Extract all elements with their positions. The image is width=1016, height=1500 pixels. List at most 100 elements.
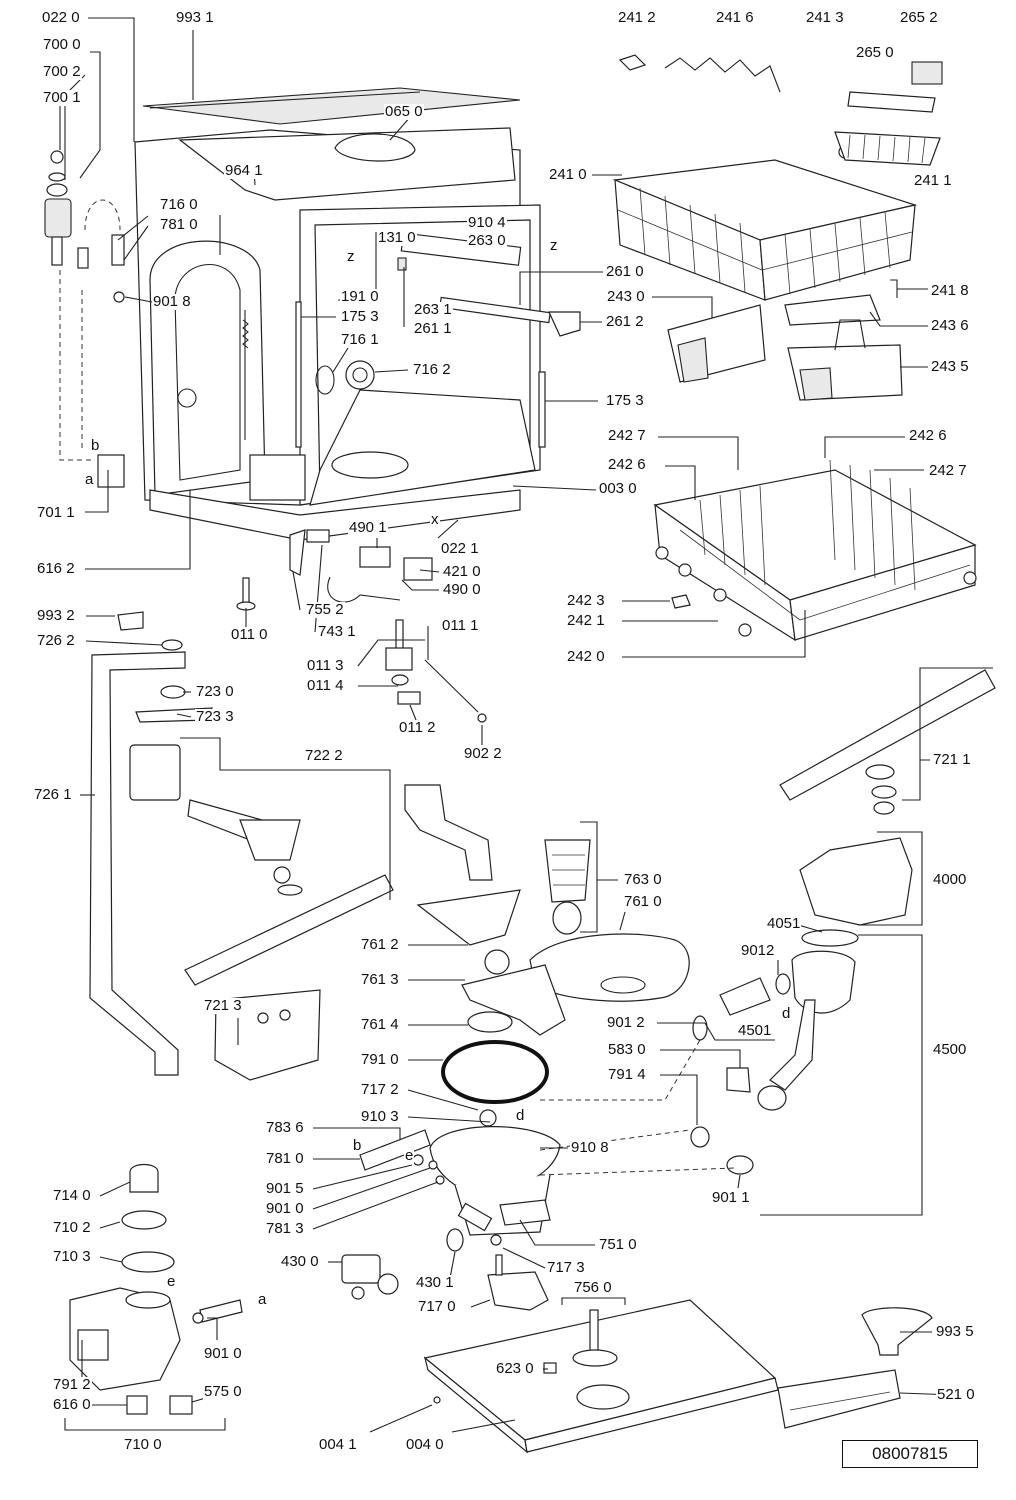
pump-clamp xyxy=(726,1155,754,1175)
part-label-5210: 521 0 xyxy=(936,1386,976,1403)
pump-seal xyxy=(801,929,859,947)
part-label-9935: 993 5 xyxy=(935,1323,975,1340)
lower-spray-arm xyxy=(779,669,996,801)
leader-7211b xyxy=(902,760,921,801)
spray-arm-inlet xyxy=(345,360,375,390)
leader-7172 xyxy=(407,1089,479,1111)
sump-outlet xyxy=(499,1199,551,1226)
coarse-filter xyxy=(544,839,591,903)
part-label-0111: 011 1 xyxy=(441,617,480,634)
leader-2426a xyxy=(824,436,905,458)
salt-funnel xyxy=(861,1307,933,1356)
bracket-hole xyxy=(257,1012,269,1024)
part-label-2426: 242 6 xyxy=(908,427,948,444)
part-label-7613: 761 3 xyxy=(360,971,400,988)
softener-pipe-ring xyxy=(192,1312,204,1324)
softener-sensor xyxy=(169,1395,193,1415)
part-label-2611: 261 1 xyxy=(413,320,453,337)
drain-pump-motor xyxy=(341,1254,381,1284)
part-label-2610: 261 0 xyxy=(605,263,645,280)
softener-neck xyxy=(125,1291,171,1309)
middle-tube xyxy=(404,784,493,881)
cutlery-lid xyxy=(784,294,881,326)
basket-clip xyxy=(618,54,647,71)
inlet-seal xyxy=(315,365,335,395)
part-label-7213: 721 3 xyxy=(203,997,243,1014)
part-label-9010-softener: 901 0 xyxy=(203,1345,243,1362)
sump-inlet xyxy=(457,1202,493,1232)
axis-letter-x: x xyxy=(430,511,440,528)
cutlery-handle xyxy=(834,319,866,351)
part-label-7836: 783 6 xyxy=(265,1119,305,1136)
basket-wheel xyxy=(713,588,727,602)
axis-letter-d: d xyxy=(781,1005,792,1022)
part-label-7170: 717 0 xyxy=(417,1298,457,1315)
valve-ring xyxy=(46,183,68,197)
part-label-9932: 993 2 xyxy=(36,607,76,624)
part-label-2410: 241 0 xyxy=(548,166,588,183)
control-board-pins xyxy=(789,1391,891,1411)
part-label-1910: 191 0 xyxy=(340,288,380,305)
spray-arm-inlet-center xyxy=(352,367,368,383)
wrench xyxy=(117,611,144,631)
base-tray xyxy=(423,1299,779,1454)
part-label-7173: 717 3 xyxy=(546,1259,586,1276)
part-label-7100: 710 0 xyxy=(123,1436,163,1453)
part-label-0041: 004 1 xyxy=(318,1436,358,1453)
leader-7103 xyxy=(99,1256,123,1263)
axis-letter-a: a xyxy=(257,1291,268,1308)
part-label-7914: 791 4 xyxy=(607,1066,647,1083)
leader-2430 xyxy=(652,296,713,318)
part-label-7011: 701 1 xyxy=(36,504,76,521)
leader-2427a xyxy=(658,436,739,470)
part-label-6230: 623 0 xyxy=(495,1360,535,1377)
route-d2 xyxy=(539,1129,691,1151)
probe-ring-2 xyxy=(428,1160,438,1170)
drain-valve xyxy=(487,1271,549,1311)
part-label-9011: 901 1 xyxy=(711,1189,751,1206)
leader-0041 xyxy=(369,1404,433,1433)
axis-letter-e: e xyxy=(404,1147,415,1164)
pump-valve xyxy=(726,1067,751,1093)
part-label-4301: 430 1 xyxy=(415,1274,455,1291)
leader-7836 xyxy=(313,1127,401,1140)
sump-gasket xyxy=(441,1040,549,1104)
part-label-7610: 761 0 xyxy=(623,893,663,910)
part-label-0220: 022 0 xyxy=(41,9,81,26)
leader-0220 xyxy=(88,17,135,142)
part-label-9103: 910 3 xyxy=(360,1108,400,1125)
rail-clip xyxy=(397,257,407,271)
top-strip xyxy=(149,91,421,109)
part-label-2612: 261 2 xyxy=(605,313,645,330)
route-d1 xyxy=(540,1039,701,1101)
hose-clip xyxy=(97,454,125,488)
part-label-7222: 722 2 xyxy=(304,747,344,764)
basket-wire xyxy=(664,57,781,93)
axis-letter-b: b xyxy=(352,1137,363,1154)
part-label-7211: 721 1 xyxy=(932,751,972,768)
side-port-ring xyxy=(177,388,197,408)
leader-7552 xyxy=(292,571,301,611)
heater-probe xyxy=(359,1129,431,1171)
part-label-7813: 781 3 xyxy=(265,1220,305,1237)
leader-9010b xyxy=(207,1317,218,1340)
spring-coil xyxy=(242,319,249,349)
basket-clip xyxy=(671,594,691,609)
part-label-7612: 761 2 xyxy=(360,936,400,953)
part-label-9104: 910 4 xyxy=(467,214,507,231)
cup-shelf xyxy=(834,131,941,166)
drain-pump-port xyxy=(351,1286,365,1300)
upper-spray-arm xyxy=(184,874,394,986)
leader-7140 xyxy=(99,1181,131,1197)
leader-2420 xyxy=(622,610,806,658)
leg-foot xyxy=(391,674,409,686)
leader-0113 xyxy=(357,639,425,667)
misc-right-parts xyxy=(777,1307,933,1429)
water-softener xyxy=(69,1163,243,1415)
pump-group xyxy=(539,837,913,1176)
part-label-9931: 993 1 xyxy=(175,9,215,26)
upper-basket-group xyxy=(612,54,943,301)
valve-nut xyxy=(50,150,64,164)
part-label-7261: 726 1 xyxy=(33,786,73,803)
leader-9010a xyxy=(312,1167,431,1210)
